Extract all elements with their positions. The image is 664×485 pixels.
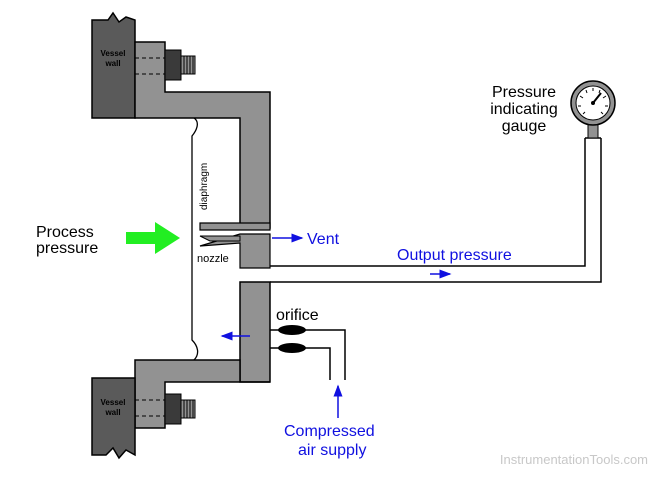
process-pressure-label-1: Process xyxy=(36,224,94,241)
bottom-vessel-wall-label-1: Vessel xyxy=(101,398,126,407)
bottom-bracket xyxy=(134,359,270,429)
top-vessel-wall-label-1: Vessel xyxy=(101,49,126,58)
watermark: InstrumentationTools.com xyxy=(500,452,648,467)
process-pressure-arrow xyxy=(126,222,180,254)
bottom-bolt xyxy=(164,393,196,425)
diaphragm xyxy=(191,117,199,361)
top-vessel-wall: Vessel wall xyxy=(91,11,136,119)
diaphragm-label: diaphragm xyxy=(199,163,210,210)
orifice xyxy=(278,325,306,353)
gauge-label-3: gauge xyxy=(502,118,547,135)
top-vessel-wall-label-2: wall xyxy=(104,59,120,68)
output-pressure-label: Output pressure xyxy=(397,247,512,264)
gauge-label-2: indicating xyxy=(490,101,558,118)
pressure-gauge xyxy=(570,80,616,139)
nozzle-label: nozzle xyxy=(197,253,229,265)
nozzle-tip xyxy=(199,235,241,242)
nozzle xyxy=(199,233,271,269)
compressed-air-label-1: Compressed xyxy=(284,423,375,440)
lower-body xyxy=(239,281,271,383)
bottom-vessel-wall-label-2: wall xyxy=(104,408,120,417)
bottom-vessel-wall: Vessel wall xyxy=(91,377,136,460)
gauge-needle xyxy=(592,92,602,104)
flapper xyxy=(199,222,271,231)
gauge-label-1: Pressure xyxy=(492,84,556,101)
top-bolt xyxy=(164,49,196,81)
air-supply-tube xyxy=(270,329,346,380)
compressed-air-label-2: air supply xyxy=(298,442,366,459)
output-pressure-tube xyxy=(270,138,602,283)
process-pressure-label-2: pressure xyxy=(36,240,98,257)
vent-label: Vent xyxy=(307,231,340,248)
orifice-label: orifice xyxy=(276,307,319,324)
